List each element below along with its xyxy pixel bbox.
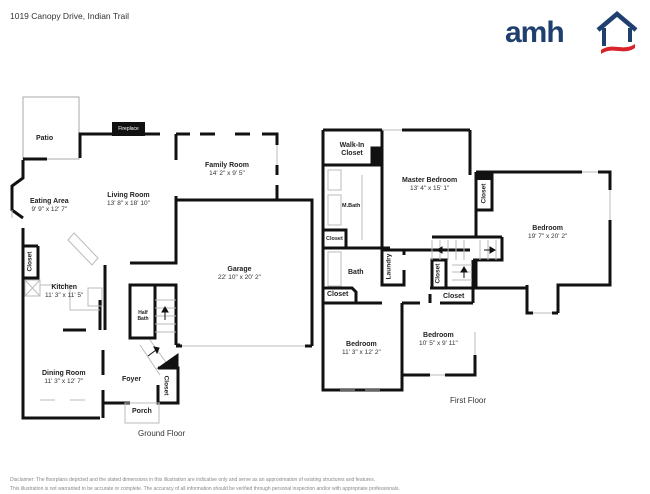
room-name: Family Room: [205, 162, 249, 169]
disclaimer-line-1: Disclaimer: The floorplans depicted and …: [10, 477, 376, 483]
room-foyer-closet: Closet: [162, 376, 169, 396]
fireplace: Fireplace: [112, 122, 145, 136]
room-closet-d: Closet: [443, 293, 464, 301]
room-name: Dining Room: [42, 370, 86, 377]
disclaimer: Disclaimer: The floorplans depicted and …: [10, 476, 640, 494]
room-porch: Porch: [132, 408, 152, 416]
room-walk-in-closet: Walk-In Closet: [332, 142, 372, 158]
room-closet-e: Closet: [480, 184, 487, 204]
house-logo-icon: [596, 11, 638, 54]
room-name: Closet: [327, 291, 349, 298]
room-closet-a: Closet: [326, 236, 343, 242]
room-name: Foyer: [122, 376, 142, 383]
room-dimensions: 10' 5" x 9' 11": [419, 340, 458, 347]
room-name: Living Room: [107, 192, 150, 199]
room-closet: Closet: [26, 252, 33, 272]
room-bath: Bath: [348, 269, 364, 277]
room-name: M.Bath: [342, 203, 361, 209]
room-name: Closet: [162, 375, 170, 396]
fireplace-label: Fireplace: [118, 126, 139, 132]
room-name: Closet: [326, 236, 343, 242]
room-name: Porch: [132, 408, 152, 415]
floor-plan-drawing: [10, 96, 612, 424]
ground-floor-label: Ground Floor: [138, 429, 186, 438]
room-dimensions: 22' 10" x 20' 2": [218, 274, 261, 281]
room-dimensions: 14' 2" x 9' 5": [209, 170, 245, 177]
room-name: Bedroom: [532, 225, 563, 232]
room-laundry: Laundry: [385, 254, 392, 280]
room-name: Master Bedroom: [402, 177, 458, 184]
room-name: Closet: [434, 263, 442, 284]
room-dimensions: 13' 8" x 18' 10": [107, 200, 150, 207]
room-dimensions: 11' 3" x 11' 5": [45, 292, 84, 299]
room-name: Garage: [227, 266, 252, 273]
room-name: Bath: [348, 269, 364, 276]
room-name: Walk-In Closet: [339, 142, 365, 157]
first-floor-label: First Floor: [450, 396, 486, 405]
logo-text: amh: [505, 16, 565, 49]
room-closet-b: Closet: [327, 291, 348, 299]
room-dimensions: 19' 7" x 20' 2": [528, 233, 568, 240]
room-name: Eating Area: [30, 198, 69, 205]
room-patio: Patio: [36, 135, 53, 143]
room-m-bath: M.Bath: [342, 203, 360, 209]
room-name: Closet: [443, 293, 465, 300]
room-name: Closet: [26, 251, 34, 272]
disclaimer-line-2: This illustration is not warranted to be…: [10, 486, 400, 492]
room-foyer: Foyer: [122, 376, 141, 384]
room-name: Laundry: [385, 253, 393, 280]
amh-logo: amh: [505, 8, 640, 56]
room-name: Patio: [36, 135, 54, 142]
room-name: Half Bath: [137, 310, 149, 322]
room-dimensions: 9' 9" x 12' 7": [31, 206, 68, 213]
room-closet-c: Closet: [434, 264, 441, 284]
room-name: Bedroom: [423, 332, 454, 339]
room-half-bath: Half Bath: [134, 310, 152, 322]
room-name: Closet: [480, 183, 488, 204]
room-name: Kitchen: [51, 284, 77, 291]
room-dimensions: 11' 3" x 12' 2": [342, 349, 381, 356]
property-address: 1019 Canopy Drive, Indian Trail: [10, 11, 130, 21]
room-name: Bedroom: [346, 341, 377, 348]
room-dimensions: 13' 4" x 15' 1": [409, 185, 450, 192]
room-dimensions: 11' 3" x 12' 7": [44, 378, 84, 385]
